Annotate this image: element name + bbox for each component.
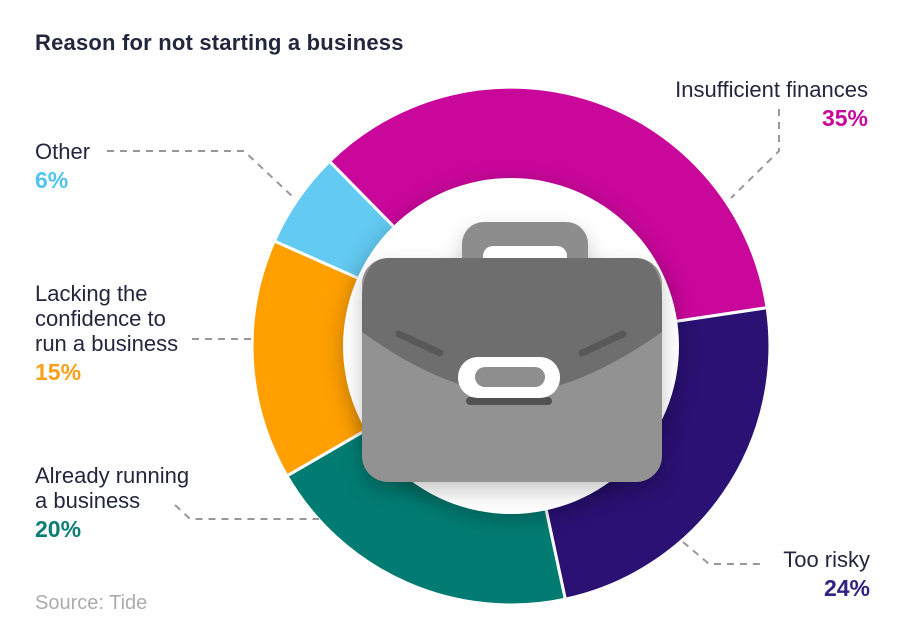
leader-lines [107,109,780,565]
callout-percent: 35% [821,105,868,131]
callout-label: Insufficient finances [675,77,868,102]
callout-percent: 20% [35,516,82,542]
callout-insufficient-finances: Insufficient finances 35% [675,77,868,131]
callout-label: Other [35,139,91,164]
callout-label: Too risky [783,547,870,572]
leader-too-risky [682,541,761,565]
leader-insufficient-finances [730,109,780,199]
callout-other: Other 6% [35,139,90,193]
callout-percent: 6% [35,167,69,193]
callout-lacking-confidence: Lacking the confidence to run a business… [35,281,178,385]
chart-title: Reason for not starting a business [35,30,404,55]
callout-percent: 15% [35,359,82,385]
callout-percent: 24% [823,575,870,601]
leader-already-running [174,504,319,520]
leader-other [107,150,294,198]
callout-already-running: Already running a business 20% [35,463,189,542]
callout-label: Lacking the confidence to run a business [35,281,179,356]
callout-too-risky: Too risky 24% [783,547,870,601]
briefcase-icon [362,222,662,482]
callout-label: Already running a business [35,463,190,513]
source-note: Source: Tide [35,592,148,614]
